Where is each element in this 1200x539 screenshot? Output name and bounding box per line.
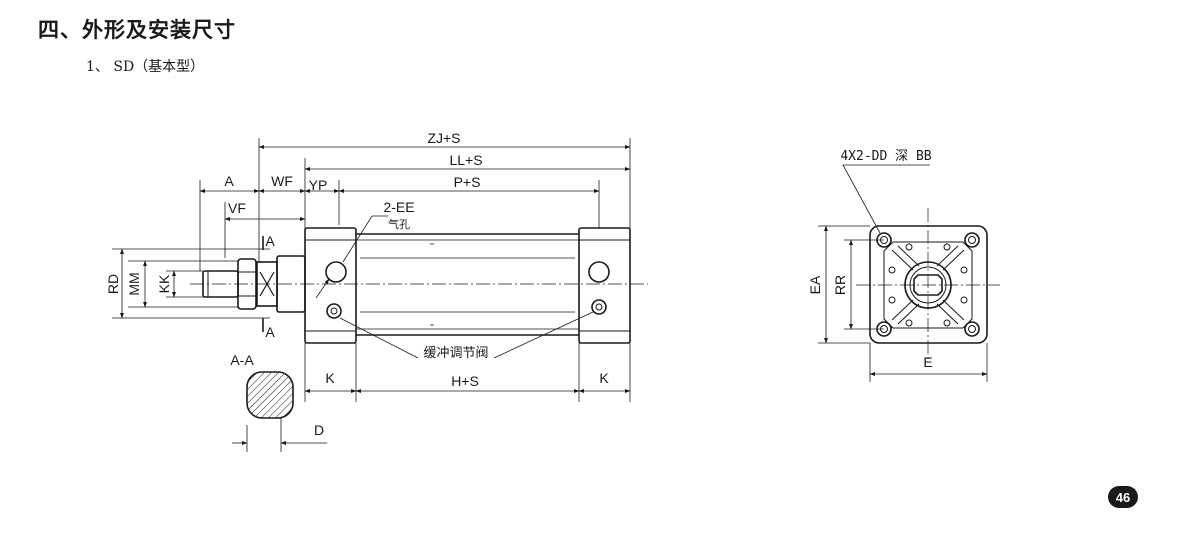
cut-a-top: A: [265, 233, 275, 249]
dim-mm: MM: [126, 272, 142, 295]
rod-section: [246, 371, 294, 419]
dim-rd: RD: [105, 274, 121, 294]
dim-k-left: K: [325, 370, 335, 386]
dim-dd: 4X2-DD 深 BB: [840, 149, 931, 164]
section-view: A-A D: [230, 352, 327, 452]
dim-ea: EA: [807, 275, 823, 294]
side-view-dimensions: [112, 138, 631, 402]
corner-hole-tr: [964, 232, 980, 248]
rear-air-port: [588, 261, 610, 283]
dim-rr: RR: [832, 275, 848, 295]
dim-ee: 2-EE: [383, 199, 414, 215]
rear-cover: [578, 227, 631, 344]
corner-hole-br: [964, 321, 980, 337]
air-hole-label: 气孔: [388, 217, 410, 231]
end-plate: [869, 225, 988, 344]
front-cover: [304, 227, 357, 344]
side-view: [190, 227, 648, 344]
dim-e: E: [923, 354, 932, 370]
dim-vf: VF: [228, 200, 246, 216]
section-subheading: 1、 SD（基本型）: [86, 59, 205, 75]
dim-d: D: [314, 422, 324, 438]
end-view-dimensions: [818, 164, 988, 382]
dim-zj-s: ZJ+S: [427, 130, 460, 146]
page-number-badge: 46: [1108, 486, 1138, 508]
front-cushion-valve: [326, 303, 342, 319]
dim-p-s: P+S: [454, 174, 481, 190]
dim-a: A: [224, 173, 234, 189]
end-view: [856, 208, 1000, 360]
dim-h-s: H+S: [451, 373, 479, 389]
dim-wf: WF: [271, 173, 293, 189]
cut-a-bottom: A: [265, 324, 275, 340]
center-boss: [904, 261, 952, 309]
rear-cushion-valve: [591, 299, 607, 315]
cushion-valve-label: 缓冲调节阀: [423, 346, 488, 361]
section-heading: 四、外形及安装尺寸: [38, 18, 236, 42]
end-view-labels: 4X2-DD 深 BB EA RR E: [807, 149, 933, 370]
dim-kk: KK: [156, 274, 172, 293]
side-view-labels: ZJ+S LL+S P+S A WF YP VF 2-EE 气孔 A A RD …: [105, 130, 609, 389]
dim-yp: YP: [309, 177, 328, 193]
piston-rod: [202, 270, 239, 298]
dim-ll-s: LL+S: [449, 152, 482, 168]
front-air-port: [325, 261, 347, 283]
section-label: A-A: [230, 352, 254, 368]
dim-k-right: K: [599, 370, 609, 386]
